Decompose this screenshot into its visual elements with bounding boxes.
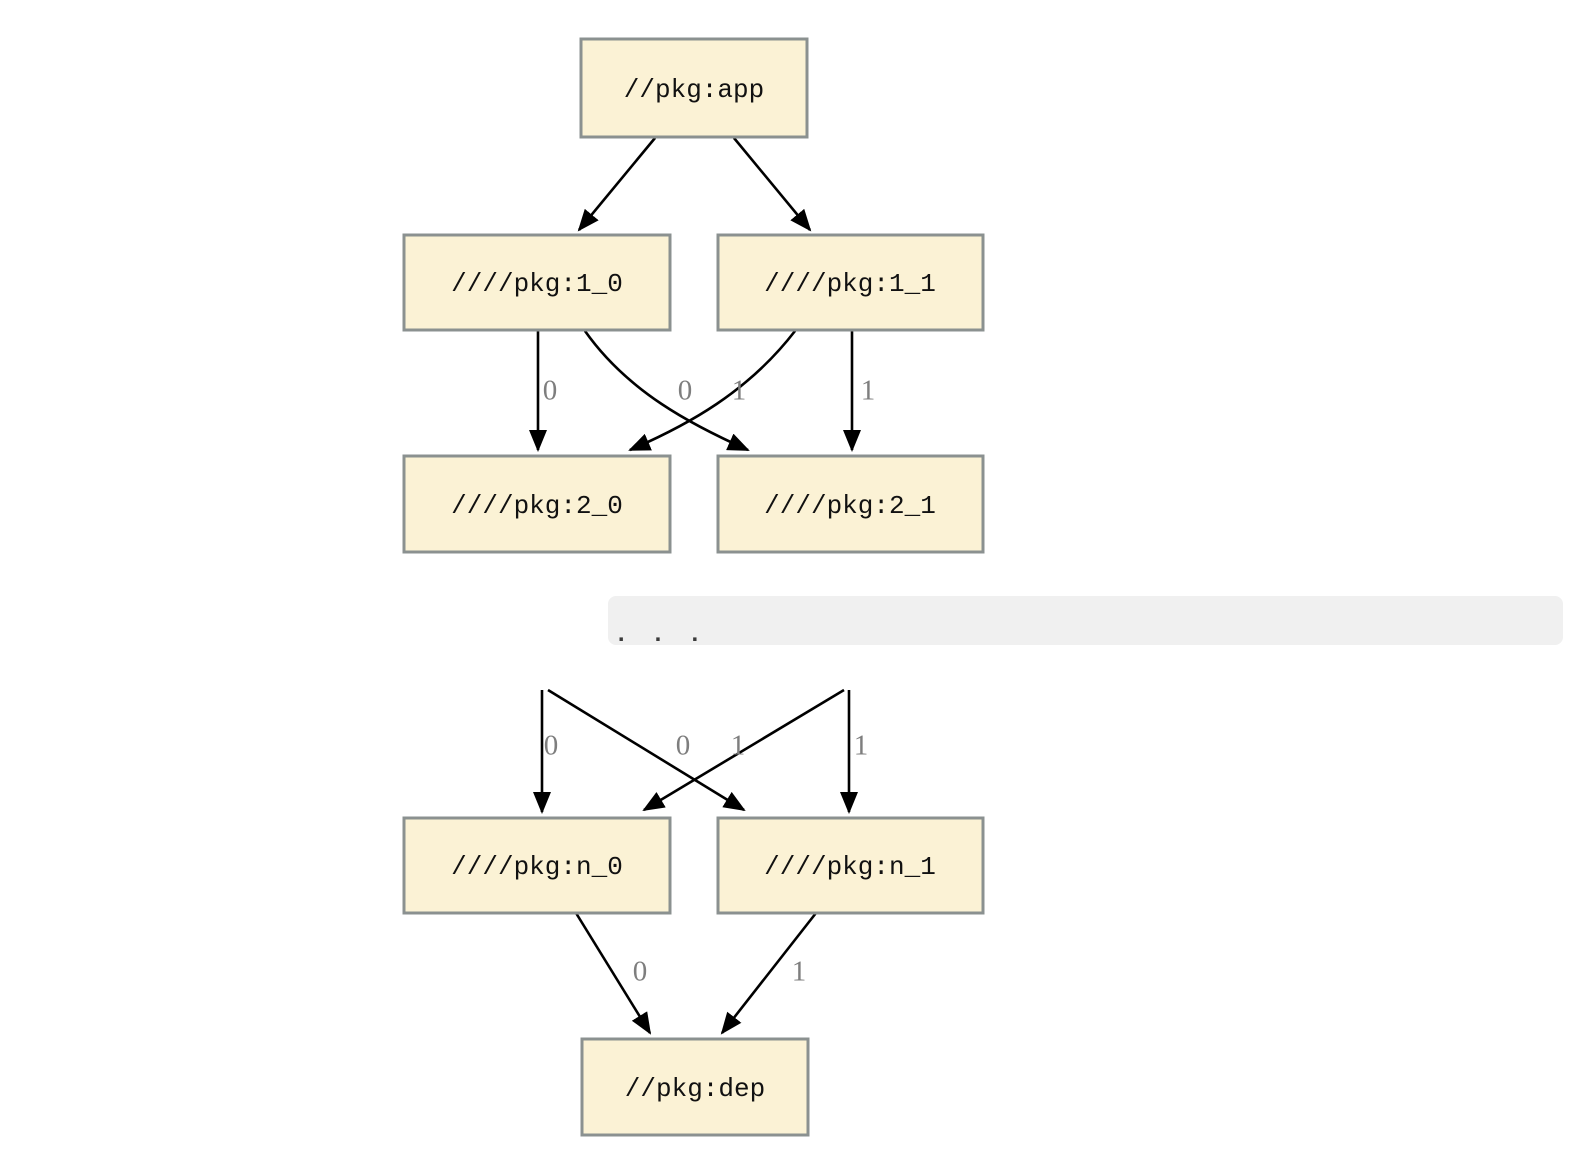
- node-box: [580, 1037, 810, 1137]
- edge-app-to-1_1: [732, 137, 812, 232]
- node-1_0: ////pkg:1_0: [402, 233, 672, 332]
- edge-n_0-to-dep: [574, 912, 652, 1035]
- node-label: ////pkg:1_1: [764, 269, 936, 299]
- edge-label: 0: [544, 730, 559, 762]
- node-box: [402, 454, 672, 554]
- edge-label: 1: [861, 375, 876, 407]
- edge-label: 1: [731, 730, 746, 762]
- node-app: //pkg:app: [579, 37, 809, 139]
- ellipsis-text: . . .: [614, 622, 706, 649]
- node-box: [402, 233, 672, 332]
- node-dep: //pkg:dep: [580, 1037, 810, 1137]
- node-box: [579, 37, 809, 139]
- node-label: ////pkg:2_1: [764, 491, 936, 521]
- node-1_1: ////pkg:1_1: [716, 233, 985, 332]
- node-box: [716, 454, 985, 554]
- edge-label: 0: [676, 730, 691, 762]
- node-label: ////pkg:n_1: [764, 852, 936, 882]
- node-n_1: ////pkg:n_1: [716, 816, 985, 915]
- node-box: [402, 816, 672, 915]
- edge-label: 0: [543, 375, 558, 407]
- node-box: [716, 816, 985, 915]
- node-2_0: ////pkg:2_0: [402, 454, 672, 554]
- edge-label: 0: [633, 956, 648, 988]
- node-label: //pkg:app: [624, 75, 764, 105]
- ellipsis-band-background: [608, 596, 1563, 645]
- edge-1_1-to-2_0: [628, 330, 797, 452]
- node-label: //pkg:dep: [625, 1074, 765, 1104]
- edge-label: 1: [792, 956, 807, 988]
- node-box: [716, 233, 985, 332]
- edge-label: 1: [732, 375, 747, 407]
- edge-label: 0: [678, 375, 693, 407]
- edge-1_0-to-2_1: [583, 330, 750, 452]
- node-label: ////pkg:n_0: [451, 852, 623, 882]
- node-label: ////pkg:1_0: [451, 269, 623, 299]
- node-2_1: ////pkg:2_1: [716, 454, 985, 554]
- edge-ellipsis-to-n_0-diagonal: [642, 688, 845, 812]
- node-label: ////pkg:2_0: [451, 491, 623, 521]
- ellipsis-band: . . .: [608, 596, 1563, 649]
- edge-n_1-to-dep: [720, 912, 818, 1035]
- edge-ellipsis-to-n_1-diagonal: [547, 688, 746, 812]
- edge-label: 1: [854, 730, 869, 762]
- edge-app-to-1_0: [577, 137, 657, 232]
- node-n_0: ////pkg:n_0: [402, 816, 672, 915]
